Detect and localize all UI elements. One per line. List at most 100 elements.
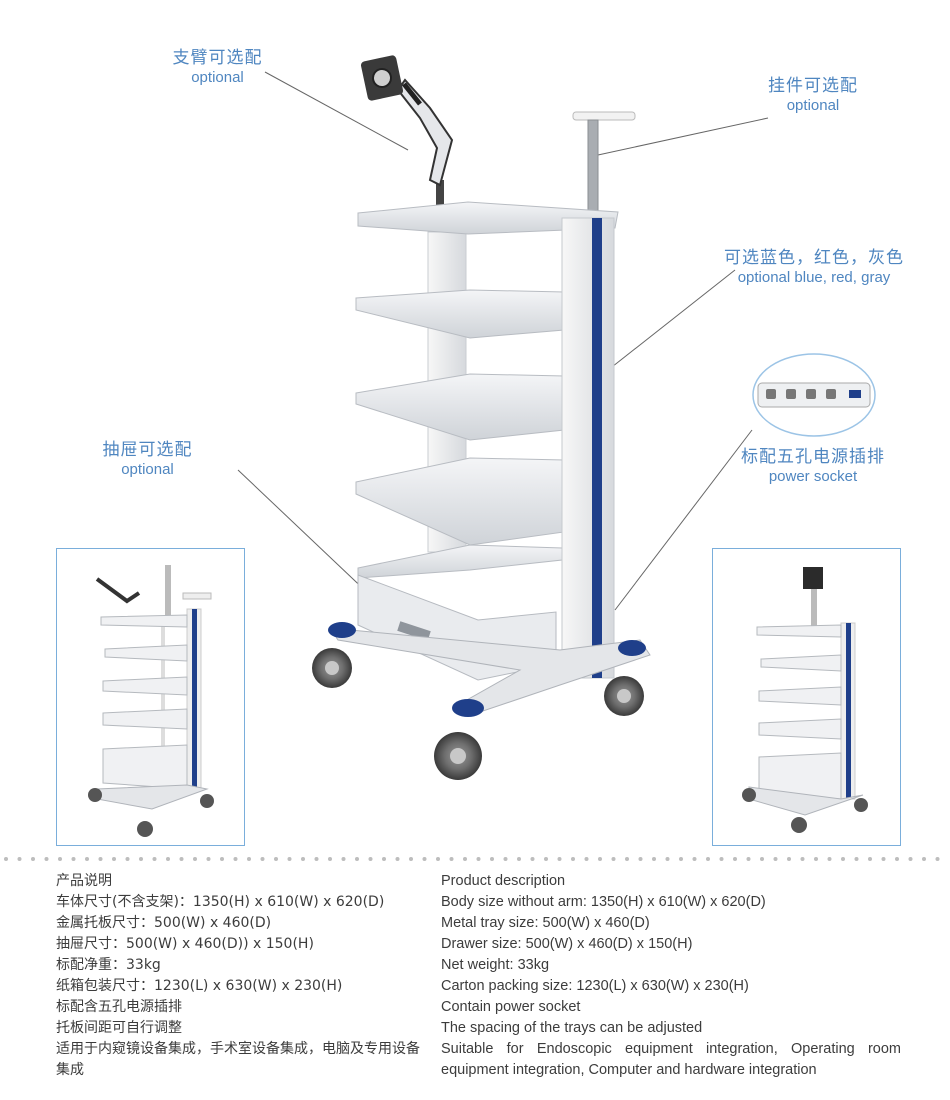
divider-dot (490, 857, 494, 861)
divider-dot (841, 857, 845, 861)
divider-dot (733, 857, 737, 861)
divider-dot (692, 857, 697, 861)
divider-dot (868, 857, 872, 861)
inset-photo-right (712, 548, 901, 846)
spec-en-line: Body size without arm: 1350(H) x 610(W) … (441, 894, 766, 910)
spec-zh-line: 托板间距可自行调整 (56, 1020, 182, 1036)
spec-zh-line: 抽屉尺寸：500(W) x 460(D)) x 150(H) (56, 936, 314, 952)
spec-en-line: Suitable for Endoscopic equipment integr… (441, 1041, 901, 1078)
spec-zh-line: 标配含五孔电源插排 (56, 999, 182, 1015)
callout-drawer: 抽屉可选配 optional (95, 440, 200, 479)
divider-dot (530, 857, 535, 861)
leader-lines (237, 71, 769, 611)
callout-socket-zh: 标配五孔电源插排 (741, 447, 885, 467)
callout-arm-zh: 支臂可选配 (172, 48, 263, 68)
divider-dot (814, 857, 818, 861)
divider-dot (773, 857, 778, 861)
monitor-arm (360, 55, 454, 210)
divider-dot (571, 857, 575, 861)
divider-dot (395, 857, 400, 861)
shelves (355, 289, 565, 579)
spec-zh-line: 车体尺寸(不含支架)：1350(H) x 610(W) x 620(D) (56, 894, 385, 910)
spec-en-line: Contain power socket (441, 999, 581, 1015)
divider-dot (409, 857, 413, 861)
divider-dot (71, 857, 76, 861)
callout-drawer-en: optional (121, 461, 174, 478)
power-socket-image (752, 353, 876, 437)
divider-dot (287, 857, 292, 861)
divider-dot (436, 857, 440, 861)
divider-dot (544, 857, 548, 861)
divider-dot (584, 857, 589, 861)
callout-color-en: optional blue, red, gray (737, 269, 891, 286)
inset-left-drawing (88, 565, 214, 837)
spec-zh-line: 适用于内窥镜设备集成，手术室设备集成，电脑及专用设备集成 (56, 1041, 420, 1078)
callout-socket-en: power socket (768, 468, 858, 485)
divider-dot (503, 857, 508, 861)
spec-en-title: Product description (441, 873, 566, 889)
spec-zh-title: 产品说明 (56, 873, 112, 889)
divider-dot (895, 857, 899, 861)
divider-dot (368, 857, 373, 861)
divider-dot (706, 857, 710, 861)
callout-drawer-zh: 抽屉可选配 (102, 440, 193, 460)
divider-dot (719, 857, 724, 861)
divider-dot (220, 857, 224, 861)
divider-dot (355, 857, 359, 861)
divider-dot (274, 857, 278, 861)
divider-dot (922, 857, 926, 861)
divider-dot (638, 857, 643, 861)
spec-zh-line: 金属托板尺寸：500(W) x 460(D) (56, 915, 272, 931)
dotted-divider (4, 857, 940, 861)
divider-dot (476, 857, 481, 861)
divider-dot (166, 857, 170, 861)
spec-en-line: Net weight: 33kg (441, 957, 550, 973)
inset-photo-left (56, 548, 245, 846)
spec-en-line: Carton packing size: 1230(L) x 630(W) x … (441, 978, 749, 994)
divider-dot (44, 857, 49, 861)
callout-hook-zh: 挂件可选配 (768, 76, 858, 96)
divider-dot (422, 857, 427, 861)
divider-dot (625, 857, 629, 861)
divider-dot (125, 857, 130, 861)
front-post (561, 217, 615, 679)
divider-dot (665, 857, 670, 861)
divider-dot (854, 857, 859, 861)
divider-dot (85, 857, 89, 861)
divider-dot (881, 857, 886, 861)
divider-dot (652, 857, 656, 861)
divider-dot (611, 857, 616, 861)
divider-dot (206, 857, 211, 861)
divider-dot (247, 857, 251, 861)
divider-dot (31, 857, 35, 861)
divider-dot (827, 857, 832, 861)
divider-dot (17, 857, 22, 861)
callout-socket: 标配五孔电源插排 power socket (733, 447, 893, 486)
divider-dot (179, 857, 184, 861)
spec-english: Product description Body size without ar… (441, 871, 901, 1081)
callout-color: 可选蓝色，红色，灰色 optional blue, red, gray (712, 248, 916, 287)
divider-dot (800, 857, 805, 861)
divider-dot (328, 857, 332, 861)
divider-dot (58, 857, 62, 861)
callout-color-zh: 可选蓝色，红色，灰色 (724, 248, 904, 268)
callout-arm: 支臂可选配 optional (165, 48, 270, 87)
callout-arm-en: optional (191, 69, 244, 86)
base (328, 622, 651, 717)
divider-dot (341, 857, 346, 861)
divider-dot (760, 857, 764, 861)
divider-dot (382, 857, 386, 861)
callout-hook-en: optional (786, 97, 840, 114)
divider-dot (193, 857, 197, 861)
spec-en-line: Drawer size: 500(W) x 460(D) x 150(H) (441, 936, 693, 952)
product-illustration (237, 55, 769, 780)
divider-dot (598, 857, 602, 861)
spec-en-line: The spacing of the trays can be adjusted (441, 1020, 703, 1036)
divider-dot (4, 857, 8, 861)
divider-dot (233, 857, 238, 861)
wheels (312, 648, 644, 780)
spec-chinese: 产品说明 车体尺寸(不含支架)：1350(H) x 610(W) x 620(D… (56, 871, 421, 1081)
divider-dot (746, 857, 751, 861)
divider-dot (139, 857, 143, 861)
divider-dot (787, 857, 791, 861)
